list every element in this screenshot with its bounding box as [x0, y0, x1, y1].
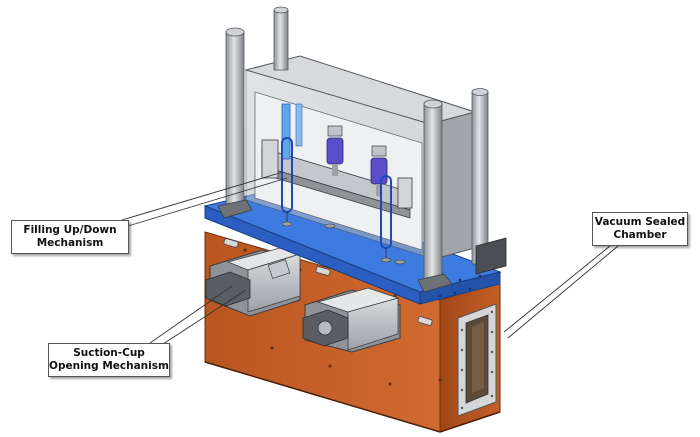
callout-vacuum-chamber: Vacuum Sealed Chamber: [592, 212, 688, 246]
leader-suction-2: [159, 289, 247, 347]
guide-post-back-left: [273, 6, 289, 71]
leader-vacuum-1: [503, 245, 611, 333]
suction-cylinder-right: [302, 287, 401, 353]
leader-filling-2: [127, 177, 288, 227]
leader-lines: [121, 171, 619, 347]
leader-filling-1: [121, 171, 284, 221]
leader-vacuum-2: [507, 245, 619, 339]
guide-post-front-right: [417, 99, 453, 293]
chamber-window: [457, 303, 497, 417]
callout-vacuum-line2: Chamber: [613, 229, 667, 241]
chamber-bottom-edge: [204, 361, 501, 433]
guide-post-front-left: [217, 27, 253, 219]
callout-filling-line1: Filling Up/Down: [23, 224, 117, 236]
callout-filling-line2: Mechanism: [36, 237, 104, 249]
callout-suction-line1: Suction-Cup: [73, 347, 145, 359]
chamber-slot: [315, 266, 331, 276]
callout-vacuum-line1: Vacuum Sealed: [594, 216, 686, 228]
guide-post-back-right: [471, 88, 489, 265]
callout-suction-mechanism: Suction-Cup Opening Mechanism: [48, 343, 170, 377]
leader-suction-1: [149, 285, 233, 344]
chamber-slot: [417, 316, 433, 326]
filling-nozzle: [281, 137, 293, 227]
chamber-slot: [223, 238, 239, 248]
callout-suction-line2: Opening Mechanism: [49, 360, 169, 372]
filling-nozzle: [380, 175, 392, 263]
callout-filling-mechanism: Filling Up/Down Mechanism: [11, 220, 129, 254]
mounting-block: [475, 237, 507, 275]
purple-cylinder: [326, 125, 344, 176]
filling-mechanism: [261, 103, 413, 265]
